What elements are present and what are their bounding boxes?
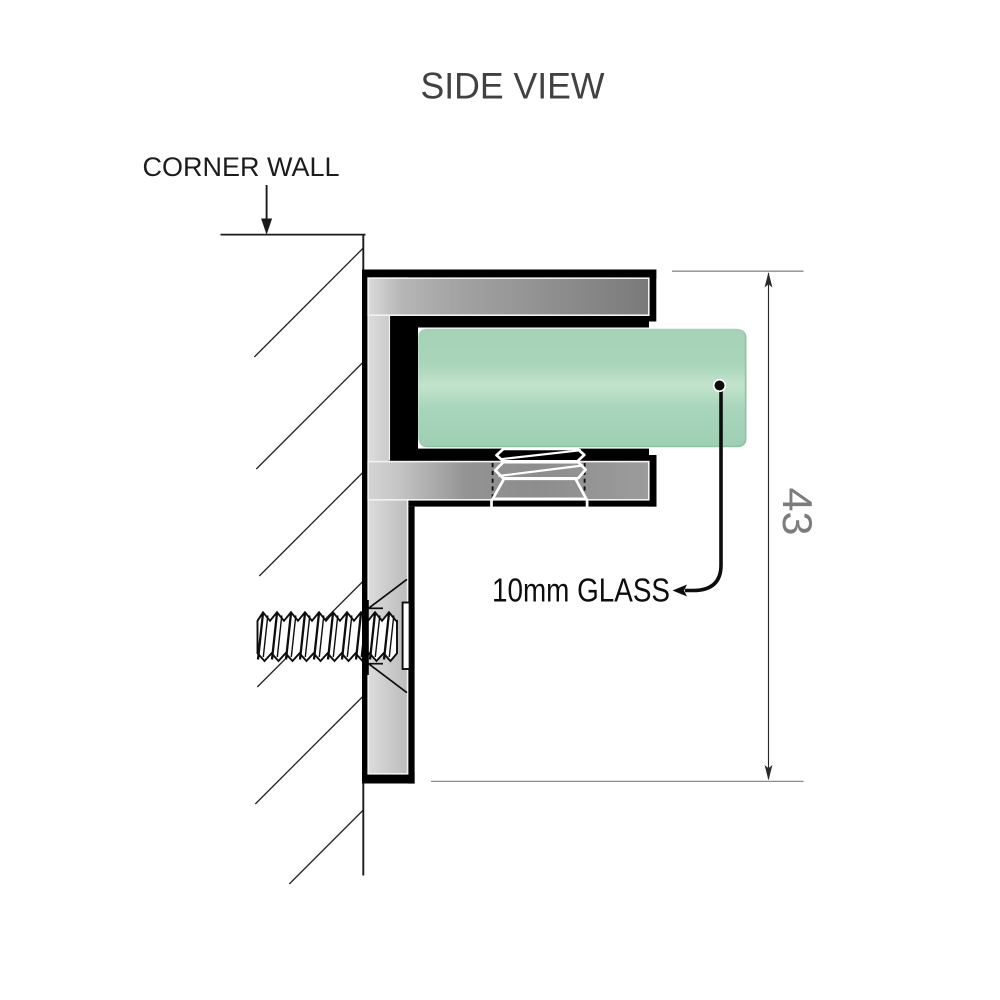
svg-text:10mm GLASS: 10mm GLASS [492,573,670,610]
svg-text:SIDE VIEW: SIDE VIEW [421,66,605,107]
svg-text:CORNER WALL: CORNER WALL [143,152,340,182]
svg-text:43: 43 [774,488,821,536]
